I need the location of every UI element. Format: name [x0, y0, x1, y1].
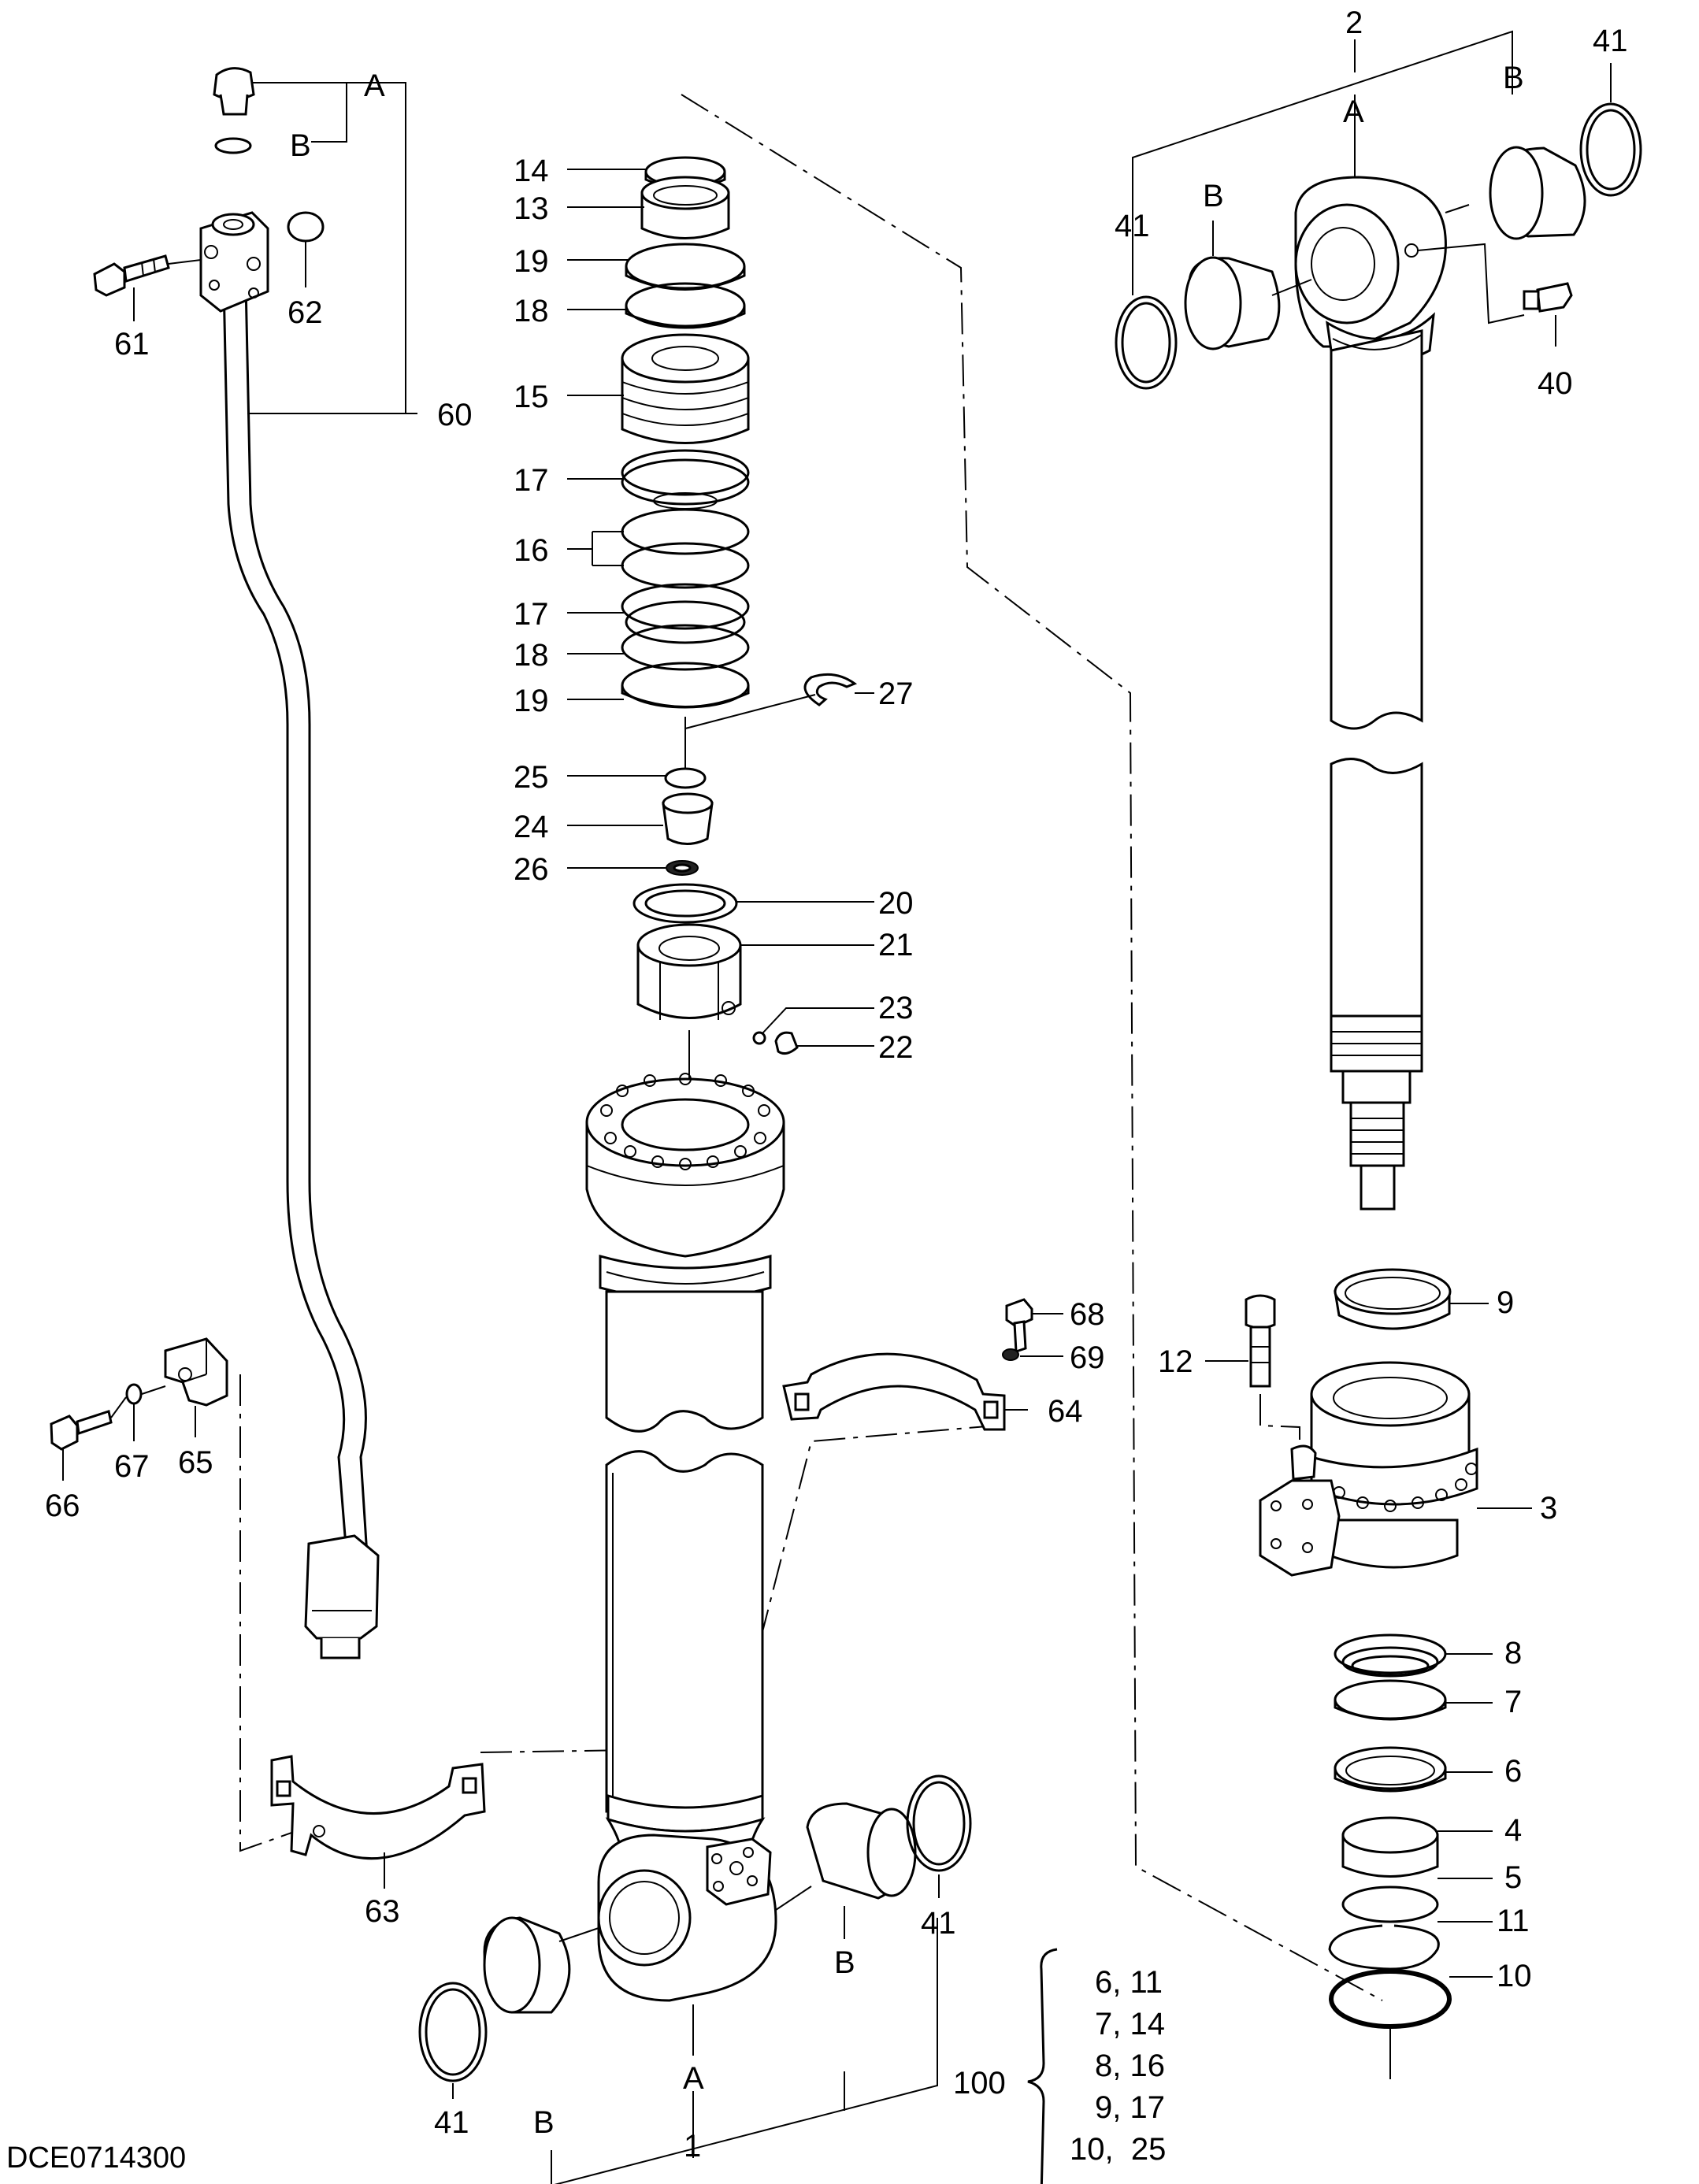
- label-B-oring: B: [290, 128, 311, 163]
- label-17-top: 17: [514, 463, 549, 498]
- label-100: 100: [953, 2066, 1006, 2101]
- kit-100-item: 10, 25: [1070, 2132, 1166, 2167]
- label-19-top: 19: [514, 244, 549, 279]
- label-61: 61: [114, 327, 150, 362]
- label-5: 5: [1504, 1860, 1522, 1895]
- label-B-rod-right: B: [1503, 61, 1524, 95]
- label-9: 9: [1497, 1285, 1514, 1320]
- label-41-right: 41: [921, 1906, 956, 1941]
- label-41-rod-right: 41: [1593, 24, 1628, 58]
- piston-rod-2: [1115, 30, 1642, 1211]
- clamp-block-65-set: [50, 1337, 228, 1481]
- kit-100-list: 6, 11 7, 14 8, 16 9, 17 10, 25: [1070, 1965, 1166, 2167]
- label-7: 7: [1504, 1685, 1522, 1719]
- label-20: 20: [878, 886, 914, 921]
- label-68: 68: [1070, 1297, 1105, 1332]
- label-12: 12: [1158, 1344, 1193, 1379]
- label-65: 65: [178, 1445, 213, 1480]
- label-22: 22: [878, 1030, 914, 1065]
- label-60: 60: [437, 398, 473, 432]
- label-18-top: 18: [514, 294, 549, 328]
- piston-stack: [567, 156, 874, 1079]
- label-A-rod: A: [1343, 95, 1364, 129]
- label-15: 15: [514, 380, 549, 414]
- label-14: 14: [514, 154, 549, 188]
- label-A-plug: A: [364, 69, 385, 103]
- label-25: 25: [514, 760, 549, 795]
- label-69: 69: [1070, 1340, 1105, 1375]
- kit-100-brace: [1027, 1948, 1058, 2184]
- label-B-right: B: [834, 1945, 855, 1980]
- label-66: 66: [45, 1489, 80, 1523]
- clamp-63: [270, 1755, 486, 1889]
- label-40: 40: [1538, 366, 1573, 401]
- label-27: 27: [878, 677, 914, 711]
- label-A-tube: A: [683, 2061, 704, 2096]
- assembly-lines: [239, 94, 1383, 2001]
- label-41-left: 41: [434, 2105, 469, 2140]
- label-26: 26: [514, 852, 549, 887]
- label-16: 16: [514, 533, 549, 568]
- label-6: 6: [1504, 1754, 1522, 1789]
- label-2: 2: [1345, 6, 1363, 40]
- label-24: 24: [514, 810, 549, 844]
- label-64: 64: [1048, 1394, 1083, 1429]
- label-3: 3: [1540, 1491, 1557, 1526]
- label-23: 23: [878, 991, 914, 1025]
- kit-100-item: 8, 16: [1095, 2049, 1165, 2083]
- label-67: 67: [114, 1449, 150, 1484]
- label-63: 63: [365, 1894, 400, 1929]
- label-10: 10: [1497, 1959, 1532, 1993]
- label-19-bottom: 19: [514, 684, 549, 718]
- label-62: 62: [287, 295, 323, 330]
- label-21: 21: [878, 928, 914, 962]
- label-17-bottom: 17: [514, 597, 549, 632]
- drawing-code: DCE0714300: [6, 2141, 186, 2175]
- label-4: 4: [1504, 1813, 1522, 1848]
- label-13: 13: [514, 191, 549, 226]
- tube-assembly-60: [93, 67, 417, 1659]
- kit-100-item: 6, 11: [1095, 1965, 1163, 2000]
- label-11: 11: [1497, 1904, 1530, 1938]
- rod-cover-3: [1205, 1268, 1532, 2079]
- label-8: 8: [1504, 1636, 1522, 1670]
- kit-100-item: 9, 17: [1095, 2090, 1165, 2125]
- kit-100-item: 7, 14: [1095, 2007, 1165, 2041]
- cylinder-tube-1: [418, 1073, 972, 2184]
- clamp-64-set: [782, 1298, 1063, 1431]
- label-B-left: B: [533, 2105, 555, 2140]
- part-labels: A B 61 62 60 66 67 65 63 14 13 19 18 15 …: [6, 6, 1628, 2175]
- label-1: 1: [684, 2129, 701, 2164]
- label-B-rod-left: B: [1203, 179, 1224, 213]
- label-18-bottom: 18: [514, 638, 549, 673]
- label-41-rod-left: 41: [1115, 209, 1150, 243]
